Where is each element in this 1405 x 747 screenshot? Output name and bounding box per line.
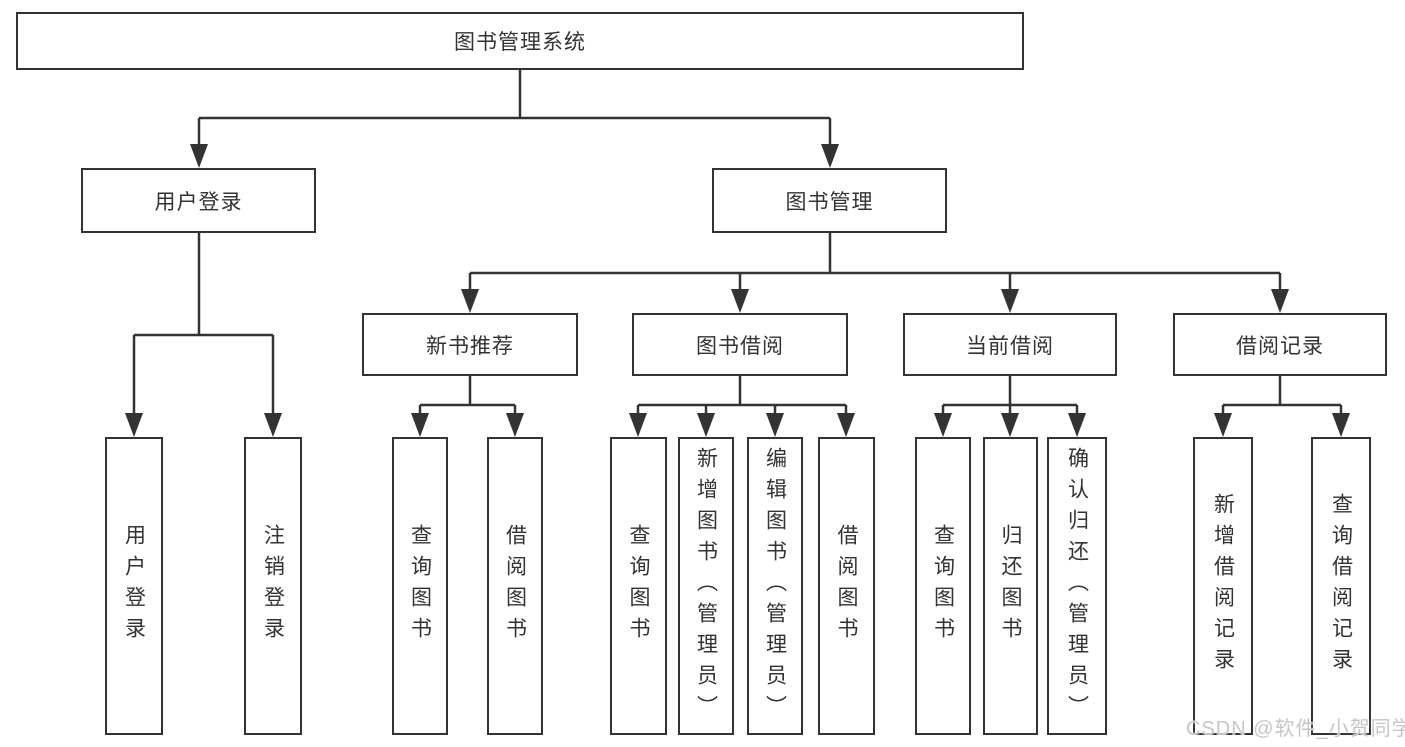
leaf-return-books: 归还图书 [983,437,1038,735]
node-current-borrow: 当前借阅 [903,313,1117,376]
node-label: 用户登录 [122,524,146,648]
node-label: 确认归还（管理员） [1065,446,1089,726]
leaf-query-borrow-record: 查询借阅记录 [1311,437,1371,735]
node-label: 编辑图书（管理员） [763,446,787,726]
leaf-confirm-return-admin: 确认归还（管理员） [1047,437,1107,735]
leaf-add-borrow-record: 新增借阅记录 [1193,437,1253,735]
node-borrow-records: 借阅记录 [1173,313,1387,376]
node-label: 查询图书 [408,524,432,648]
node-book-management: 图书管理 [712,168,947,233]
leaf-borrow-books-recommend: 借阅图书 [487,437,543,735]
node-label: 图书管理系统 [454,31,586,54]
node-label: 当前借阅 [966,334,1054,358]
leaf-borrow-books: 借阅图书 [818,437,875,735]
node-label: 新增图书（管理员） [694,446,718,726]
leaf-query-books-borrow: 查询图书 [610,437,667,735]
node-label: 新增借阅记录 [1211,493,1235,679]
node-label: 借阅图书 [503,524,527,648]
leaf-add-book-admin: 新增图书（管理员） [678,437,734,735]
leaf-edit-book-admin: 编辑图书（管理员） [747,437,803,735]
node-label: 归还图书 [999,524,1022,648]
node-label: 图书管理 [785,190,874,214]
leaf-user-login: 用户登录 [105,437,163,735]
node-label: 注销登录 [261,524,285,648]
node-book-borrow: 图书借阅 [632,313,848,376]
node-label: 借阅图书 [835,524,858,648]
node-label: 查询图书 [627,524,650,648]
node-new-book-recommend: 新书推荐 [362,313,578,376]
node-label: 查询图书 [931,524,955,648]
node-label: 图书借阅 [696,334,784,358]
node-label: 用户登录 [154,190,243,214]
leaf-query-books-current: 查询图书 [915,437,971,735]
leaf-logout: 注销登录 [244,437,302,735]
watermark: CSDN @软件_小贺同学 [1186,718,1405,740]
node-user-login: 用户登录 [81,168,316,233]
node-root: 图书管理系统 [16,12,1024,70]
node-label: 新书推荐 [426,334,514,358]
node-label: 查询借阅记录 [1329,493,1353,679]
leaf-query-books-recommend: 查询图书 [392,437,448,735]
node-label: 借阅记录 [1236,334,1324,358]
